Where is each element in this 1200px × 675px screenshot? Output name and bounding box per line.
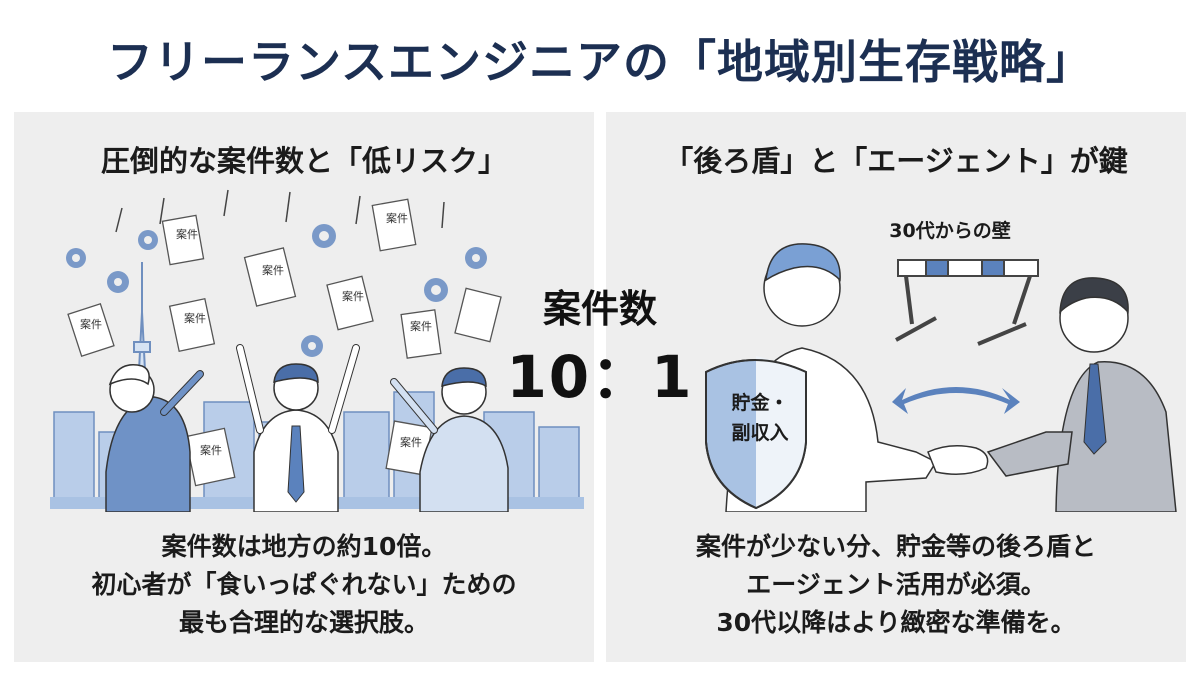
- wall-label: 30代からの壁: [889, 220, 1011, 242]
- shield-label-line: 貯金・: [731, 392, 789, 414]
- woman-figure: [105, 364, 204, 512]
- body-line: エージェント活用が必須。: [746, 570, 1046, 599]
- motion-lines: [115, 189, 445, 233]
- city-celebration-illustration: 案件 案件 案件 案件 案件 案件 案件 案件 案件: [50, 189, 584, 512]
- body-line: 案件数は地方の約10倍。: [161, 532, 447, 561]
- handshake-icon: [927, 445, 989, 475]
- doc-label: 案件: [184, 311, 206, 325]
- doc-label: 案件: [176, 227, 198, 241]
- document-labels: 案件 案件 案件 案件 案件 案件 案件 案件 案件: [80, 211, 432, 457]
- center-label: 案件数: [542, 287, 657, 331]
- shield-label-line: 副収入: [731, 422, 789, 444]
- man-center-figure: [236, 344, 360, 512]
- shield-icon: [705, 356, 807, 510]
- left-panel: 圧倒的な案件数と「低リスク」: [14, 112, 594, 662]
- handshake-illustration: [705, 243, 1177, 512]
- right-panel: 「後ろ盾」と「エージェント」が鍵: [606, 112, 1186, 662]
- body-line: 最も合理的な選択肢。: [178, 608, 429, 637]
- doc-label: 案件: [410, 319, 432, 333]
- right-man-figure: [986, 277, 1177, 512]
- shield-label: 貯金・ 副収入: [712, 388, 808, 448]
- body-line: 案件が少ない分、貯金等の後ろ盾と: [695, 532, 1096, 561]
- double-arrow-icon: [892, 387, 1020, 414]
- right-panel-heading: 「後ろ盾」と「エージェント」が鍵: [664, 144, 1128, 178]
- doc-label: 案件: [342, 289, 364, 303]
- left-panel-heading: 圧倒的な案件数と「低リスク」: [100, 144, 507, 178]
- doc-label: 案件: [386, 211, 408, 225]
- page-title: フリーランスエンジニアの「地域別生存戦略」: [106, 35, 1094, 89]
- left-panel-body: 案件数は地方の約10倍。 初心者が「食いっぱぐれない」ための 最も合理的な選択肢…: [14, 528, 594, 642]
- center-ratio: 10：1: [506, 343, 694, 411]
- document-icon: [67, 198, 502, 487]
- doc-label: 案件: [80, 317, 102, 331]
- body-line: 初心者が「食いっぱぐれない」ための: [91, 570, 517, 599]
- doc-label: 案件: [400, 435, 422, 449]
- body-line: 30代以降はより緻密な準備を。: [716, 608, 1076, 637]
- man-right-figure: [390, 367, 509, 512]
- doc-label: 案件: [262, 263, 284, 277]
- hurdle-icon: [895, 259, 1039, 346]
- right-panel-body: 案件が少ない分、貯金等の後ろ盾と エージェント活用が必須。 30代以降はより緻密…: [606, 528, 1186, 642]
- doc-label: 案件: [200, 443, 222, 457]
